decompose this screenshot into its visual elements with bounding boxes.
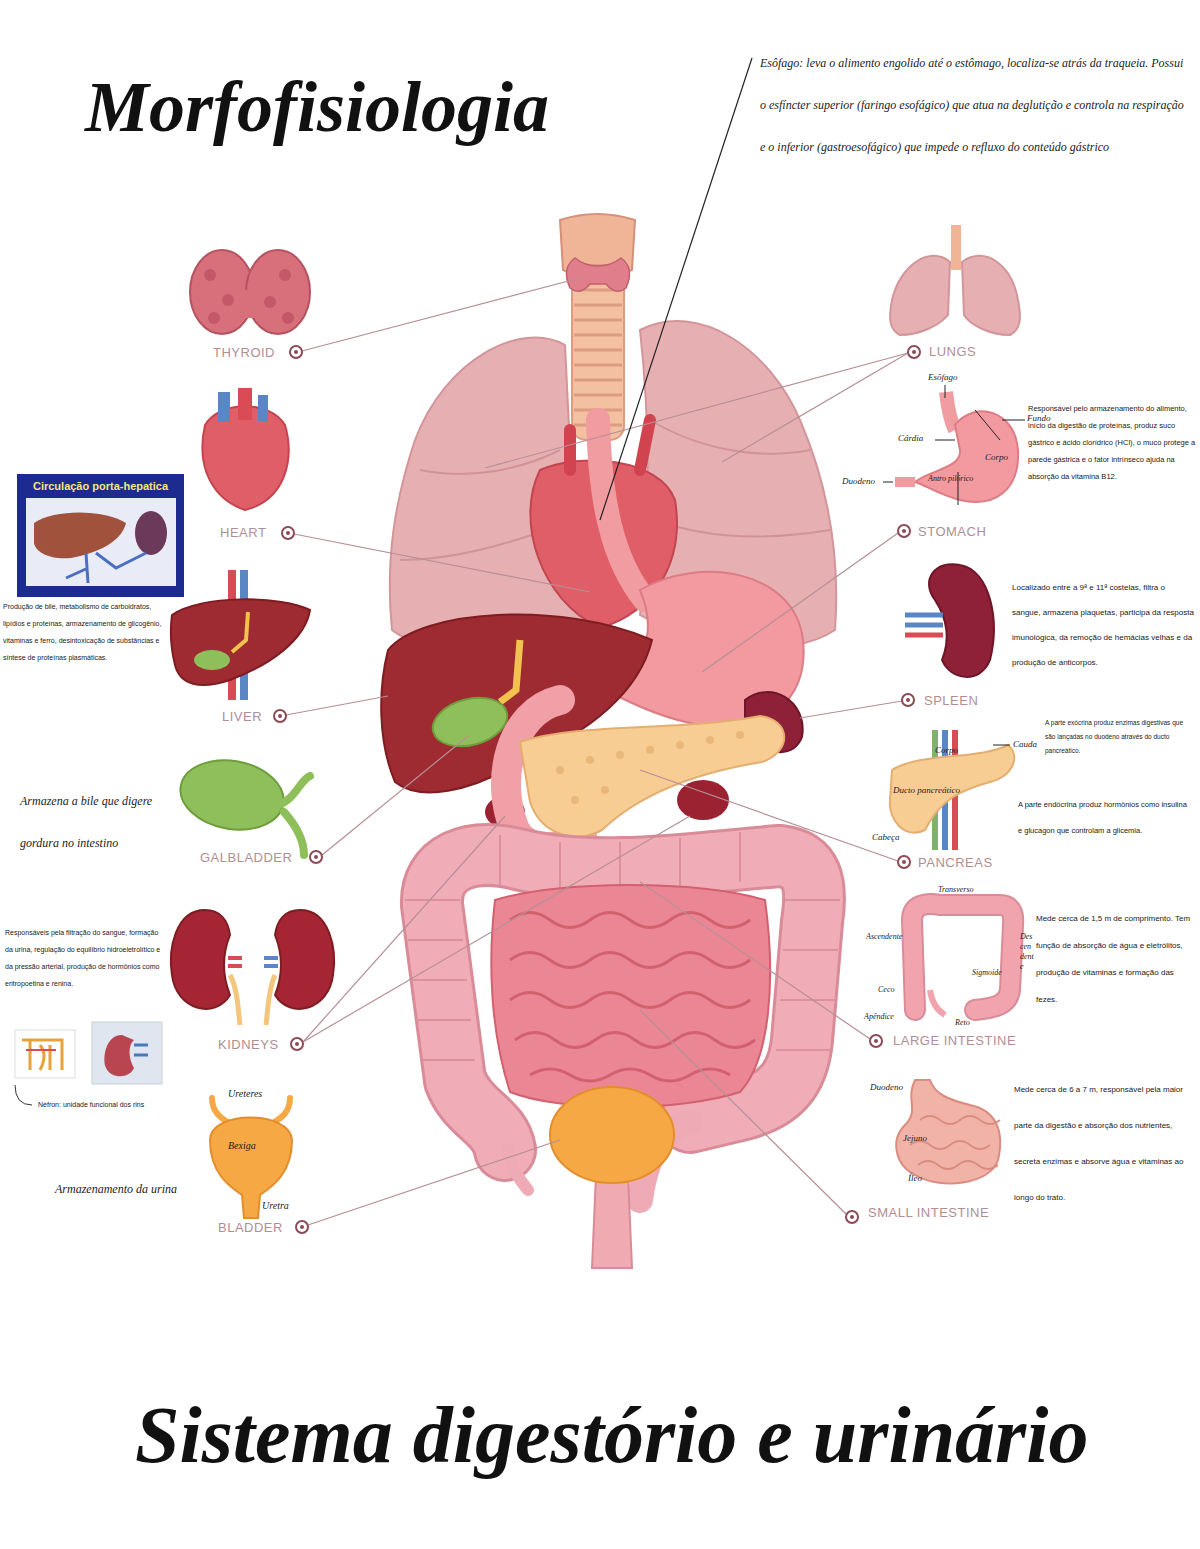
organ-label: STOMACH	[918, 524, 998, 540]
note-text: Néfron: unidade funcional dos rins	[38, 1100, 178, 1110]
organ-label: KIDNEYS	[218, 1037, 290, 1053]
handwritten-label: Duodeno	[842, 476, 887, 487]
organ-label: GALBLADDER	[200, 850, 300, 866]
organ-label: HEART	[220, 525, 280, 541]
handwritten-label: Transverso	[938, 885, 998, 895]
handwritten-label: Apêndice	[864, 1012, 909, 1022]
handwritten-label: Descendente	[1020, 932, 1035, 972]
note-text: Responsável pelo armazenamento do alimen…	[1028, 400, 1196, 485]
handwritten-label: Ducto pancreático	[893, 785, 993, 796]
handwritten-label: Cabeça	[872, 832, 912, 843]
page-caption: Sistema digestório e urinário	[135, 1385, 1088, 1485]
handwritten-label: Jejuno	[903, 1133, 953, 1144]
handwritten-label: Sigmoide	[972, 968, 1006, 978]
organ-label: BLADDER	[218, 1220, 296, 1236]
note-text: Mede cerca de 1,5 m de comprimento. Tem …	[1036, 905, 1196, 1013]
handwritten-label: Íleo	[908, 1173, 938, 1184]
handwritten-label: Bexiga	[228, 1140, 278, 1152]
organ-label: SMALL INTESTINE	[868, 1205, 1003, 1221]
inset-image	[26, 498, 176, 586]
inset-title: Circulação porta-hepatica	[17, 474, 184, 492]
note-text: Localizado entre a 9ª e 11ª costelas, fi…	[1012, 575, 1194, 675]
handwritten-label: Cárdia	[898, 433, 938, 444]
organ-label: LIVER	[222, 709, 272, 725]
organ-label: PANCREAS	[918, 855, 993, 871]
handwritten-label: Cauda	[1013, 739, 1043, 750]
handwritten-label: Armazenamento da urina	[55, 1168, 185, 1210]
handwritten-label: Corpo	[935, 745, 975, 756]
note-text: A parte exócrina produz enzimas digestiv…	[1045, 716, 1195, 758]
handwritten-label: Corpo	[985, 452, 1019, 463]
inset-box: Circulação porta-hepatica	[17, 474, 184, 597]
handwritten-label: Ceco	[878, 985, 908, 995]
handwritten-label: Antro pilórico	[928, 474, 974, 484]
note-text: A parte endócrina produz hormônios como …	[1018, 792, 1188, 844]
handwritten-label: Ascendente	[866, 932, 910, 942]
handwritten-label: Duodeno	[870, 1082, 915, 1093]
handwritten-label: Armazena a bile que digere gordura no in…	[20, 780, 170, 864]
handwritten-label: Ureteres	[228, 1088, 288, 1100]
organ-label: SPLEEN	[924, 693, 990, 709]
note-text: Produção de bile, metabolismo de carboid…	[3, 598, 168, 666]
note-text: Responsáveis pela filtração do sangue, f…	[5, 924, 167, 992]
page-title: Morfofisiologia	[85, 62, 549, 152]
organ-label: LUNGS	[929, 344, 999, 360]
handwritten-label: Reto	[955, 1018, 985, 1028]
handwritten-label: Uretra	[262, 1200, 307, 1212]
organ-label: THYROID	[213, 345, 293, 361]
handwritten-label: Esôfago: leva o alimento engolido até o …	[760, 42, 1185, 168]
note-text: Mede cerca de 6 a 7 m, responsável pela …	[1014, 1072, 1196, 1216]
handwritten-label: Esôfago	[928, 372, 978, 383]
organ-label: LARGE INTESTINE	[893, 1033, 1023, 1049]
